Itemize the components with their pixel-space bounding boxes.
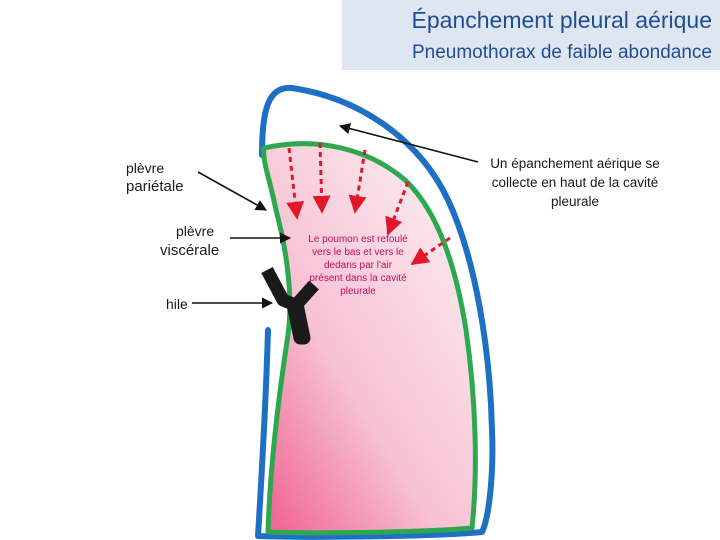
page-subtitle: Pneumothorax de faible abondance xyxy=(411,42,712,63)
note-air-collection: Un épanchement aérique se collecte en ha… xyxy=(490,156,660,209)
hilum xyxy=(261,266,319,345)
lung xyxy=(261,141,478,536)
fissure-line xyxy=(289,371,345,457)
label-plevre-parietale-line1: plèvre xyxy=(126,160,165,176)
parietal-pleura xyxy=(255,84,496,540)
label-arrows xyxy=(192,123,479,309)
label-plevre-viscerale-line2: viscérale xyxy=(160,242,220,259)
label-plevre-parietale-line2: pariétale xyxy=(126,178,184,195)
page-title: Épanchement pleural aérique xyxy=(411,7,712,33)
note-lung-pushed: Le poumon est refoulé vers le bas et ver… xyxy=(308,234,408,297)
red-arrows xyxy=(286,142,451,266)
title-box: Épanchement pleural aérique Pneumothorax… xyxy=(342,0,720,70)
label-hile: hile xyxy=(166,296,188,312)
label-plevre-viscerale-line1: plèvre xyxy=(176,223,215,239)
